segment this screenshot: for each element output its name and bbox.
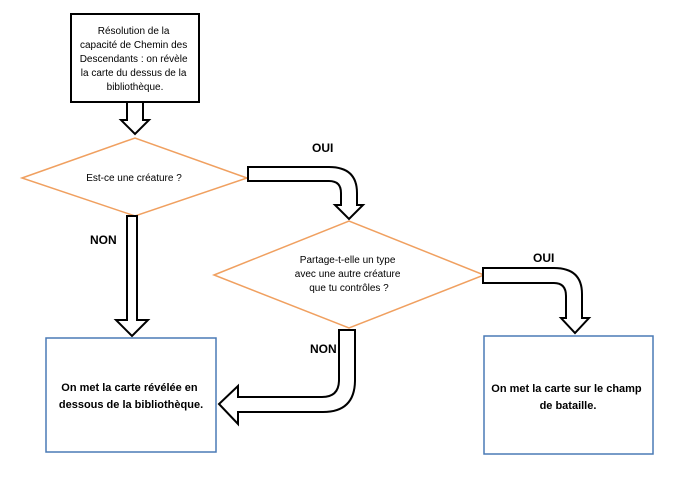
result-library-node: On met la carte révélée en dessous de la… [45, 337, 217, 453]
start-box [70, 13, 200, 103]
arrow-decision2-no [217, 329, 356, 427]
decision-shares-type: Partage-t-elle un type avec une autre cr… [211, 220, 487, 329]
decision2-text: Partage-t-elle un type avec une autre cr… [295, 255, 403, 294]
arrow-decision1-yes [247, 166, 366, 221]
result-battlefield-box [483, 335, 654, 455]
arrow-decision2-yes [482, 267, 592, 335]
result-battlefield-node: On met la carte sur le champ de bataille… [483, 335, 654, 455]
label-non-1: NON [90, 233, 117, 247]
result-library-text: On met la carte révélée en dessous de la… [59, 382, 203, 411]
result-library-box [45, 337, 217, 453]
result-battlefield-text: On met la carte sur le champ de bataille… [491, 383, 644, 412]
arrow-decision1-no [113, 215, 151, 338]
start-node: Résolution de la capacité de Chemin des … [70, 13, 200, 103]
label-oui-1: OUI [312, 141, 333, 155]
arrow-start-to-decision1 [118, 101, 152, 136]
decision1-text: Est-ce une créature ? [86, 173, 182, 184]
decision-creature: Est-ce une créature ? [19, 137, 250, 217]
label-non-2: NON [310, 342, 337, 356]
label-oui-2: OUI [533, 251, 554, 265]
start-text: Résolution de la capacité de Chemin des … [80, 26, 191, 93]
